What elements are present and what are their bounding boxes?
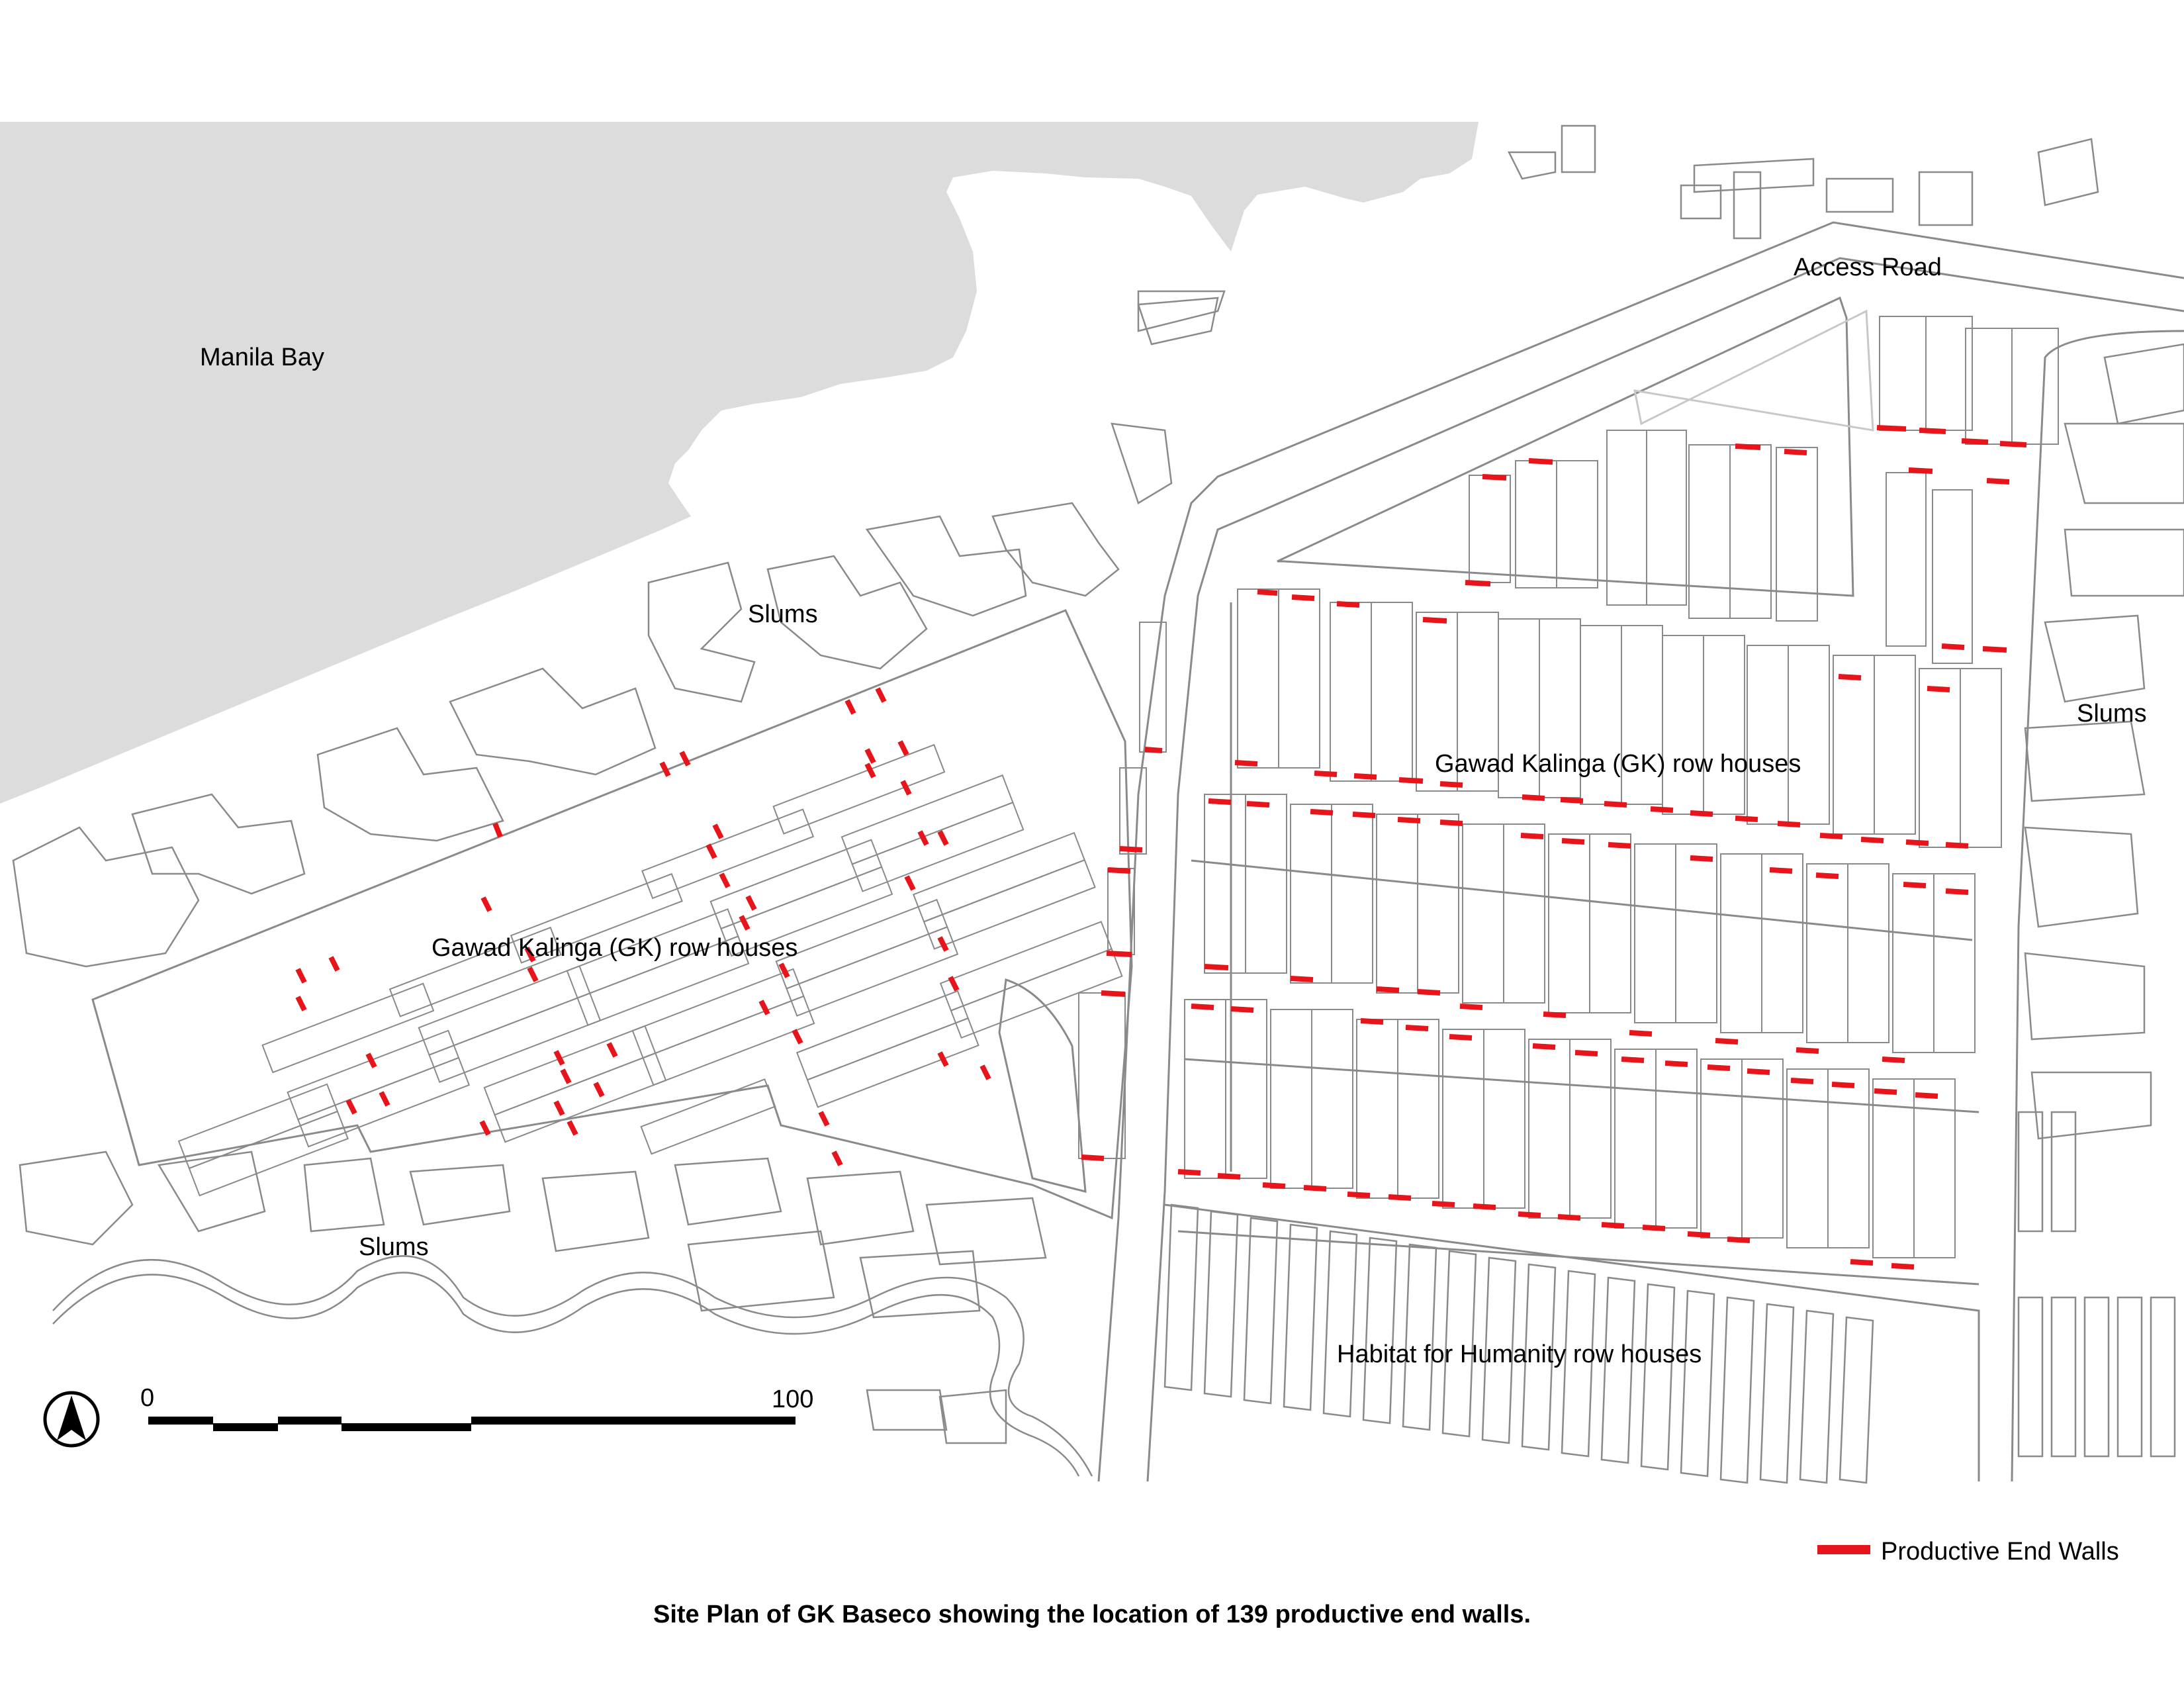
figure-caption: Site Plan of GK Baseco showing the locat… [653,1601,1531,1628]
label-manila-bay: Manila Bay [200,344,324,371]
label-gk-row-houses-west: Gawad Kalinga (GK) row houses [432,934,797,962]
road-outlines [91,221,2184,1482]
scale-bar [148,1417,796,1431]
legend-label: Productive End Walls [1881,1538,2119,1566]
habitat-row-houses [1163,1111,2176,1484]
gk-row-houses-west [177,743,1123,1197]
manila-bay-water [0,122,1479,804]
creek [52,1255,1093,1477]
label-habitat-row-houses: Habitat for Humanity row houses [1337,1340,1702,1368]
label-gk-row-houses-east: Gawad Kalinga (GK) row houses [1435,750,1801,778]
scale-bar-end: 100 [772,1385,813,1413]
label-slums-south: Slums [359,1233,429,1261]
slum-buildings [12,124,2184,1444]
north-arrow-icon [43,1391,100,1448]
scale-bar-start: 0 [140,1384,154,1412]
label-slums-east: Slums [2077,700,2147,727]
legend-swatch [1817,1545,1870,1554]
label-slums-north: Slums [748,600,818,628]
productive-end-walls [295,425,2027,1270]
label-access-road: Access Road [1794,254,1942,281]
gk-row-houses-east [1184,316,2059,1258]
